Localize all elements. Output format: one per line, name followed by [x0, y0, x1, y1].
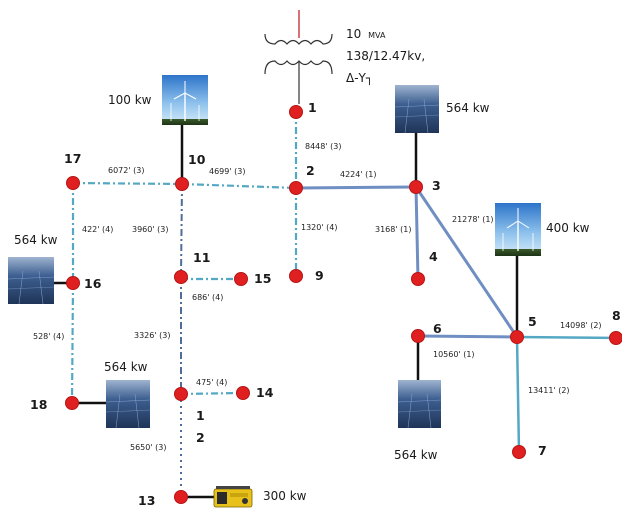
length-10-11: 3960' (3) — [132, 225, 168, 234]
length-5-7: 13411' (2) — [528, 386, 570, 395]
line-3-4 — [414, 186, 420, 280]
diesel-generator-icon — [213, 486, 253, 508]
length-16-18: 528' (4) — [33, 332, 64, 341]
line-segments — [70, 112, 622, 497]
bus-4-node — [411, 272, 425, 286]
wind-turbine-icon — [162, 75, 208, 125]
length-2-10: 4699' (3) — [209, 167, 245, 176]
line-2-3 — [295, 185, 417, 190]
length-3-4: 3168' (1) — [375, 225, 411, 234]
length-10-17: 6072' (3) — [108, 166, 144, 175]
rating-solar-bus18: 564 kw — [104, 360, 148, 374]
bus-label-7: 7 — [538, 443, 547, 458]
wind-turbine-icon — [495, 203, 541, 256]
transformer-rating-unit: MVA — [368, 31, 386, 40]
bus-16-node — [66, 276, 80, 290]
length-17-16: 422' (4) — [82, 225, 113, 234]
bus-label-3: 3 — [432, 178, 441, 193]
transformer-voltage: 138/12.47kv, — [346, 49, 425, 63]
rating-solar-bus3: 564 kw — [446, 101, 490, 115]
bus-label-14: 14 — [256, 385, 274, 400]
generator-ties — [35, 125, 519, 499]
bus-12-label-top: 1 — [196, 408, 205, 423]
bus-18-node — [65, 396, 79, 410]
bus-9-node — [289, 269, 303, 283]
bus-label-4: 4 — [429, 249, 438, 264]
bus-label-18: 18 — [30, 397, 47, 412]
rating-solar-bus16: 564 kw — [14, 233, 58, 247]
line-5-8 — [516, 335, 622, 340]
bus-label-8: 8 — [612, 308, 621, 323]
bus-label-13: 13 — [138, 493, 155, 508]
length-11-12: 3326' (3) — [134, 331, 170, 340]
rating-wind-100kw: 100 kw — [108, 93, 152, 107]
bus-12-node — [174, 387, 188, 401]
generator-ratings: 100 kw 564 kw 400 kw 564 kw 564 kw 564 k… — [14, 93, 590, 503]
length-12-14: 475' (4) — [196, 378, 227, 387]
bus-2-node — [289, 181, 303, 195]
bus-10-node — [175, 177, 189, 191]
rating-diesel-300kw: 300 kw — [263, 489, 307, 503]
rating-solar-bus6: 564 kw — [394, 448, 438, 462]
bus-6-node — [411, 329, 425, 343]
bus-5-node — [510, 330, 524, 344]
bus-label-9: 9 — [315, 268, 324, 283]
bus-label-5: 5 — [528, 314, 537, 329]
svg-text:10 MVA: 10 MVA — [346, 27, 386, 41]
bus-nodes — [65, 105, 622, 504]
bus-13-node — [174, 490, 188, 504]
bus-8-node — [609, 331, 622, 345]
transformer-connection: Δ-Y┐ — [346, 71, 373, 85]
bus-1-node — [289, 105, 303, 119]
bus-11-node — [174, 270, 188, 284]
line-10-17 — [72, 181, 183, 186]
bus-label-16: 16 — [84, 276, 102, 291]
bus-14-node — [236, 386, 250, 400]
length-11-15: 686' (4) — [192, 293, 223, 302]
length-5-8: 14098' (2) — [560, 321, 602, 330]
rating-wind-400kw: 400 kw — [546, 221, 590, 235]
bus-label-2: 2 — [306, 163, 315, 178]
solar-panel-icon — [397, 380, 442, 429]
bus-label-6: 6 — [433, 321, 442, 336]
solar-panel-icon — [7, 257, 55, 305]
bus-label-15: 15 — [254, 271, 271, 286]
bus-labels: 1 2 3 4 5 6 7 8 9 10 11 13 14 15 16 17 1… — [30, 100, 621, 508]
transformer-icon — [264, 10, 333, 104]
bus-17-node — [66, 176, 80, 190]
line-5-6 — [417, 334, 518, 339]
bus-label-17: 17 — [64, 151, 81, 166]
bus-3-node — [409, 180, 423, 194]
length-1-2: 8448' (3) — [305, 142, 341, 151]
bus-label-11: 11 — [193, 250, 210, 265]
bus-label-1: 1 — [308, 100, 317, 115]
length-5-6: 10560' (1) — [433, 350, 475, 359]
line-2-10 — [181, 182, 297, 190]
solar-panel-icon — [105, 380, 151, 429]
bus-7-node — [512, 445, 526, 459]
line-3-5 — [414, 186, 519, 338]
transformer-rating-value: 10 — [346, 27, 361, 41]
bus-12-label-bottom: 2 — [196, 430, 205, 445]
length-2-3: 4224' (1) — [340, 170, 376, 179]
bus-15-node — [234, 272, 248, 286]
line-length-labels: 8448' (3) 4224' (1) 4699' (3) 6072' (3) … — [33, 142, 602, 452]
length-2-9: 1320' (4) — [301, 223, 337, 232]
line-10-11 — [180, 183, 183, 278]
length-12-13: 5650' (3) — [130, 443, 166, 452]
bus-label-10: 10 — [188, 152, 206, 167]
solar-panel-icon — [394, 85, 440, 134]
line-16-18 — [70, 282, 75, 404]
length-3-5: 21278' (1) — [452, 215, 494, 224]
line-5-7 — [515, 336, 521, 453]
line-12-14 — [180, 391, 242, 396]
